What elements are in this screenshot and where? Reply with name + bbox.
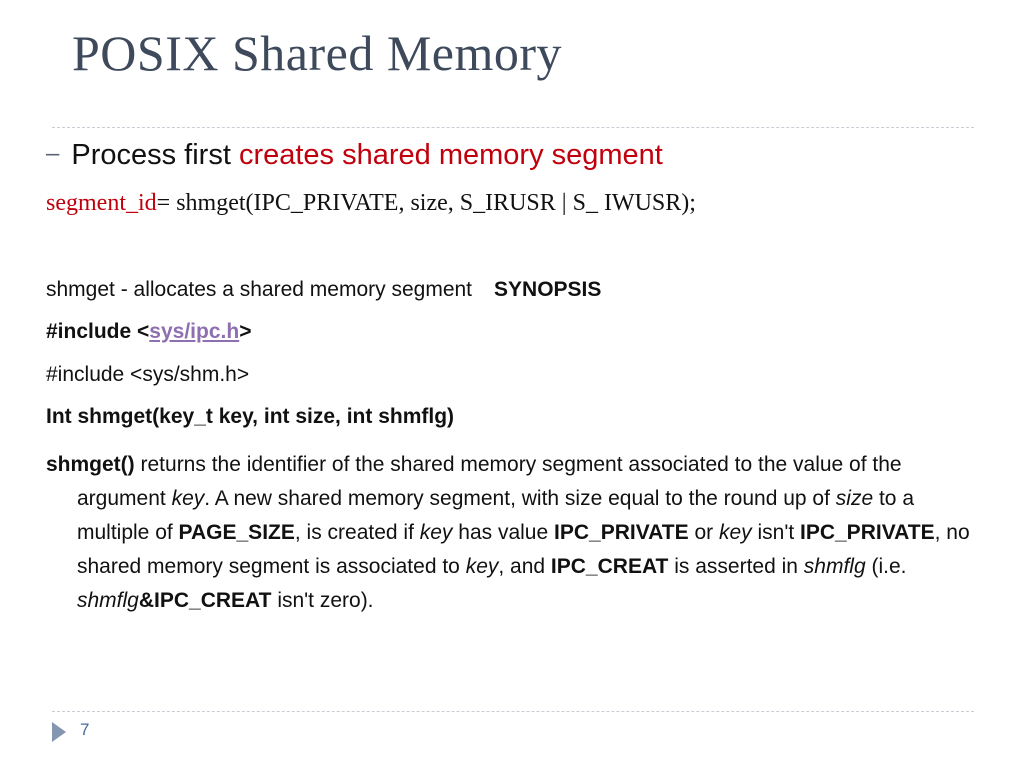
desc-text: isn't zero). bbox=[271, 589, 374, 612]
bullet-dash: – bbox=[46, 140, 60, 167]
desc-key: key bbox=[419, 521, 453, 544]
desc-text: has value bbox=[452, 521, 555, 544]
sys-ipc-link[interactable]: sys/ipc.h bbox=[149, 320, 240, 343]
desc-ipc-private: IPC_PRIVATE bbox=[554, 521, 689, 544]
desc-ipc-creat-flag: &IPC_CREAT bbox=[138, 589, 272, 612]
desc-key: key bbox=[718, 521, 752, 544]
description-paragraph: shmget() returns the identifier of the s… bbox=[46, 448, 982, 618]
bottom-divider bbox=[52, 711, 974, 712]
desc-text: , and bbox=[498, 555, 551, 578]
bullet-point: –Process first creates shared memory seg… bbox=[46, 139, 663, 172]
desc-key: key bbox=[465, 555, 499, 578]
desc-func: shmget() bbox=[46, 453, 135, 476]
desc-shmflg: shmflg bbox=[803, 555, 866, 578]
man-name-line: shmget - allocates a shared memory segme… bbox=[46, 278, 601, 302]
desc-text: returns the identifier of the shared mem… bbox=[77, 453, 902, 510]
desc-text: is asserted in bbox=[668, 555, 804, 578]
desc-text: (i.e. bbox=[865, 555, 907, 578]
signature-text: Int shmget(key_t key, int size, int shmf… bbox=[46, 405, 455, 428]
desc-text: . A new shared memory segment, with size… bbox=[204, 487, 836, 510]
desc-text: isn't bbox=[751, 521, 800, 544]
desc-text: , no shared memory segment is associated… bbox=[77, 521, 970, 578]
slide-title: POSIX Shared Memory bbox=[72, 25, 563, 81]
include-ipc-suffix: > bbox=[239, 320, 252, 343]
include-shm-line: #include <sys/shm.h> bbox=[46, 363, 250, 386]
code-example: segment_id= shmget(IPC_PRIVATE, size, S_… bbox=[46, 190, 696, 217]
code-call: = shmget(IPC_PRIVATE, size, S_IRUSR | S_… bbox=[156, 190, 696, 216]
desc-text: to a multiple of bbox=[77, 487, 915, 544]
function-signature: Int shmget(key_t key, int size, int shmf… bbox=[46, 405, 454, 429]
page-number: 7 bbox=[80, 720, 90, 739]
desc-key: key bbox=[171, 487, 205, 510]
include-ipc-prefix: #include < bbox=[46, 320, 150, 343]
desc-text: , is created if bbox=[294, 521, 420, 544]
include-ipc-line: #include <sys/ipc.h> bbox=[46, 320, 251, 344]
desc-shmflg: shmflg bbox=[77, 589, 139, 612]
bullet-highlight: creates shared memory segment bbox=[238, 139, 663, 171]
top-divider bbox=[52, 127, 974, 128]
bullet-prefix: Process first bbox=[71, 139, 239, 171]
synopsis-heading: SYNOPSIS bbox=[494, 278, 602, 301]
desc-size: size bbox=[835, 487, 874, 510]
desc-text: or bbox=[688, 521, 719, 544]
play-triangle-icon[interactable] bbox=[52, 722, 66, 742]
desc-page-size: PAGE_SIZE bbox=[178, 521, 295, 544]
code-variable: segment_id bbox=[46, 190, 157, 216]
man-name: shmget - allocates a shared memory segme… bbox=[46, 278, 473, 301]
desc-ipc-creat: IPC_CREAT bbox=[550, 555, 669, 578]
desc-ipc-private: IPC_PRIVATE bbox=[800, 521, 935, 544]
